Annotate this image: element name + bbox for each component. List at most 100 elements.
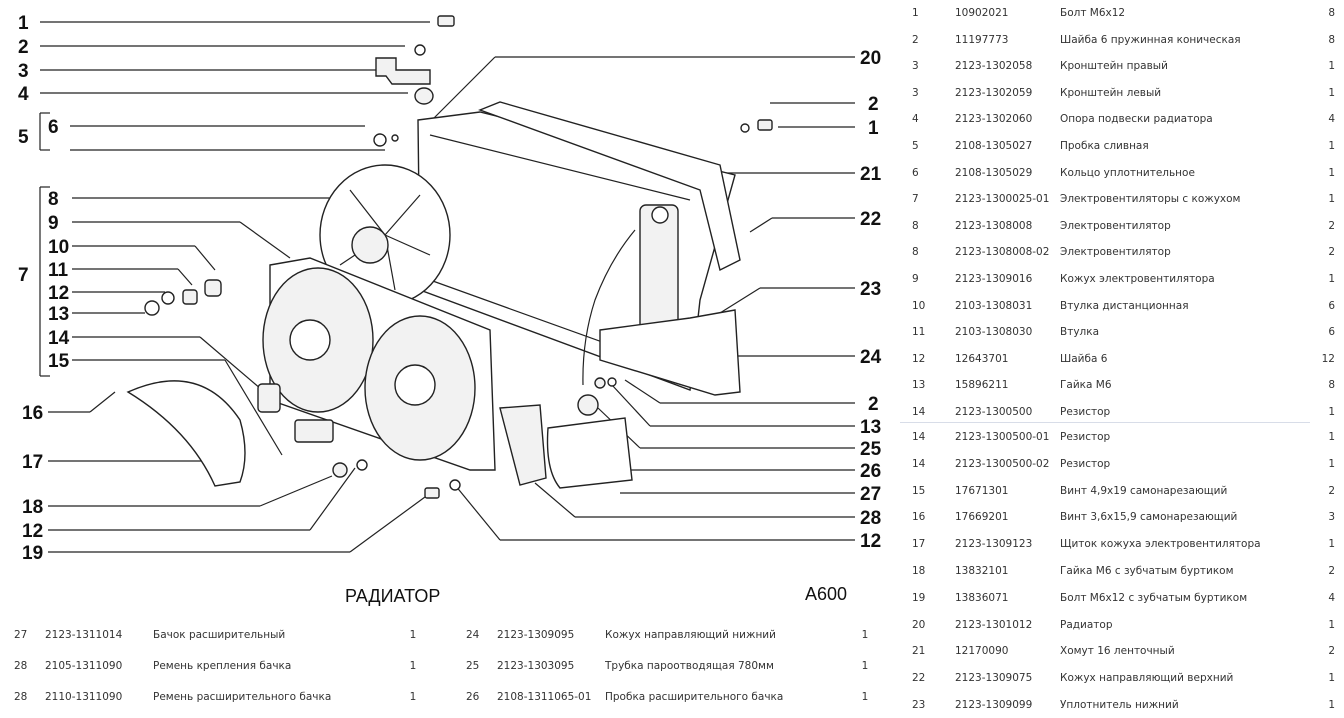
cell-pos: 16 [912,511,926,524]
leader-lines-left [39,21,430,553]
cell-pos: 28 [14,660,28,672]
cell-name: Хомут 16 ленточный [1060,645,1175,658]
table-row: 17 2123-1309123 Щиток кожуха электровентил… [900,531,1344,557]
callout-label: 13 [48,304,69,325]
cell-num: 2123-1302060 [955,113,1033,126]
cell-qty: 1 [1328,431,1335,443]
cell-pos: 15 [912,484,926,497]
cell-qty: 1 [1328,618,1335,631]
cell-name: Бачок расширительный [153,629,286,641]
cell-num: 2123-1308008-02 [955,246,1050,259]
cell-pos: 19 [912,591,926,604]
cell-pos: 8 [912,246,919,259]
cell-pos: 11 [912,326,926,339]
cell-num: 2123-1311014 [45,629,123,641]
callout-label: 1 [18,13,29,34]
cell-pos: 21 [912,645,926,658]
cell-num: 2123-1309099 [955,699,1033,711]
cell-pos: 2 [912,33,919,46]
cell-num: 2123-1309095 [497,629,575,641]
cell-qty: 1 [1328,166,1335,179]
cell-pos: 26 [466,691,480,703]
cell-num: 17669201 [955,511,1009,524]
cell-pos: 14 [912,457,926,470]
cell-num: 2123-1301012 [955,618,1033,631]
cell-qty: 12 [1321,352,1335,365]
cell-num: 12643701 [955,352,1009,365]
vapor-pipe-part [582,229,636,386]
spacer-washers [144,279,222,316]
cell-name: Электровентиляторы с кожухом [1060,193,1241,206]
cell-name: Электровентилятор [1060,246,1171,259]
cell-qty: 1 [1328,699,1335,711]
cell-name: Кольцо уплотнительное [1060,166,1195,179]
cell-qty: 1 [861,629,869,641]
callout-label: 12 [22,521,43,542]
cell-name: Уплотнитель нижний [1060,699,1179,711]
callout-label: 2 [868,394,879,415]
cell-qty: 1 [1328,538,1335,551]
cell-pos: 18 [912,565,926,577]
cell-num: 12170090 [955,645,1009,658]
callout-label: 4 [18,84,29,105]
radiator-exploded-diagram: 1 2 3 4 5 6 7 8 9 10 11 12 13 14 15 16 1… [18,13,882,606]
cell-name: Гайка М6 с зубчатым буртиком [1060,565,1234,577]
fan-cover-shield-part [126,380,246,487]
callout-label: 2 [18,37,29,58]
cell-name: Кожух направляющий верхний [1060,672,1234,685]
cell-qty: 1 [409,629,417,641]
cell-name: Шайба 6 пружинная коническая [1060,33,1241,46]
cell-name: Резистор [1060,406,1111,418]
cell-pos: 17 [912,538,926,551]
cell-num: 2123-1302058 [955,60,1033,73]
cell-name: Болт М6х12 с зубчатым буртиком [1060,591,1248,604]
cell-name: Винт 4,9х19 самонарезающий [1060,484,1228,497]
callout-label: 12 [48,283,69,304]
callout-label: 12 [860,531,881,552]
cell-pos: 14 [912,431,926,443]
cell-qty: 1 [861,691,869,703]
cell-name: Щиток кожуха электровентилятора [1060,538,1261,551]
cell-name: Ремень расширительного бачка [153,691,332,703]
cell-name: Трубка пароотводящая 780мм [605,660,774,672]
resistor-part [257,383,334,443]
lower-shroud-part [599,309,741,396]
expansion-tank-part [499,394,633,489]
cell-pos: 10 [912,299,926,312]
cell-qty: 1 [1328,406,1335,418]
callout-label: 16 [22,403,43,424]
cell-num: 2123-1309123 [955,538,1033,551]
cell-num: 2123-1300500-02 [955,457,1050,470]
cell-name: Электровентилятор [1060,219,1171,232]
cell-name: Резистор [1060,457,1111,470]
cell-name: Гайка М6 [1060,379,1112,392]
cell-num: 15896211 [955,379,1009,392]
cell-pos: 13 [912,379,926,392]
cell-num: 2123-1300500-01 [955,431,1050,443]
cell-pos: 22 [912,672,926,685]
callout-label: 24 [860,347,882,368]
cell-name: Кожух электровентилятора [1060,273,1215,285]
cell-qty: 6 [1328,326,1335,339]
callout-label: 17 [22,452,43,473]
cell-qty: 8 [1328,7,1335,19]
